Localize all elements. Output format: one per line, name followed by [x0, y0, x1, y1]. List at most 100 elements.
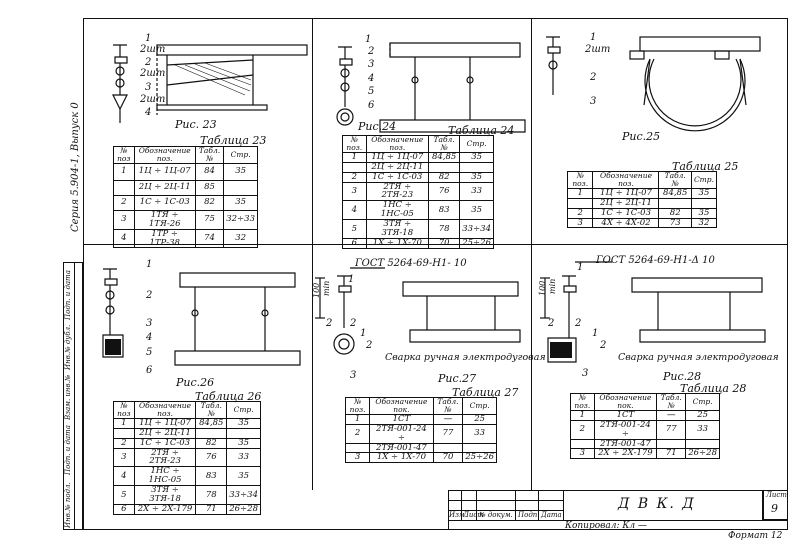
fig27-label-4: 2	[326, 318, 333, 329]
table-cell: —	[656, 409, 687, 421]
table-header: № поз	[113, 401, 135, 419]
drawing-frame	[83, 18, 788, 530]
table-cell: 1Х ÷ 1Х-70	[365, 238, 430, 249]
fig24-label-3: 3	[368, 59, 375, 70]
table-cell: 33	[462, 423, 497, 444]
table-cell: 1	[342, 151, 367, 163]
table-cell: 2ТЯ ÷ 2ТЯ-23	[133, 447, 197, 468]
table-cell: 1Ц ÷ 1Ц-07	[592, 187, 660, 199]
fig24-label-6: 6	[368, 100, 375, 111]
table-cell: 76	[428, 181, 461, 202]
table-cell: 35	[226, 437, 261, 449]
table-cell: 82	[658, 207, 692, 219]
table-cell: 33	[226, 447, 261, 468]
table-cell: 1СТ	[369, 413, 434, 425]
series-label: Серия 5.904-1, Выпуск 0	[70, 102, 81, 232]
stamp-col-4	[538, 490, 539, 520]
grid-divider-v2	[531, 18, 533, 490]
stamp-divider-2	[448, 510, 563, 511]
strip-label-4: Инв.№ дубл.	[64, 324, 72, 370]
table-cell: 4Х ÷ 4Х-02	[592, 217, 660, 229]
table-cell: 1Х ÷ 1Х-70	[369, 452, 434, 464]
fig27-label-6: 2	[366, 340, 373, 351]
fig23-label-4: 2шт	[140, 68, 166, 79]
grid-divider-v1	[312, 18, 314, 490]
stamp-col-list: Лист	[463, 511, 484, 519]
table-row: 2ТЯ-001-47	[344, 442, 497, 454]
fig24-caption: Рис.24	[358, 120, 397, 133]
fig28-gost: ГОСТ 5264-69-Н1-Δ 10	[596, 255, 715, 266]
table-cell: 84	[194, 162, 225, 181]
table-cell: 2ТЯ-001-47	[369, 442, 434, 454]
fig28-dim-100: 100	[538, 280, 547, 296]
table-cell: 1	[113, 162, 135, 181]
table-header: № поз.	[570, 393, 595, 411]
table-cell: 2Ц ÷ 2Ц-11	[592, 197, 660, 209]
table-cell: 83	[428, 200, 461, 221]
fig27-caption: Рис.27	[438, 372, 477, 385]
table-cell: 2	[113, 194, 135, 211]
table-cell	[566, 197, 594, 209]
table-header: Обозначение поз.	[133, 146, 196, 164]
table-cell: 77	[656, 419, 687, 440]
table-cell: 35	[690, 207, 718, 219]
fig25-label-4: 3	[590, 96, 597, 107]
table-header: № поз.	[566, 171, 594, 189]
table-header: № поз.	[342, 135, 367, 153]
fig23-label-1: 1	[145, 33, 152, 44]
table-cell: 76	[195, 447, 228, 468]
table-cell: 5	[113, 485, 135, 506]
t23-title: Таблица 23	[200, 134, 267, 147]
table-header: Стр.	[223, 146, 258, 164]
table-cell: 2	[566, 207, 594, 219]
table-cell: 71	[656, 448, 687, 460]
table-header: Табл. №	[432, 397, 464, 415]
table-cell: 32÷33	[223, 209, 258, 230]
table-row: 2Ц ÷ 2Ц-11	[113, 427, 261, 439]
table-cell: 84,85	[658, 187, 692, 199]
table-cell: 1ТР ÷ 1ТР-38	[133, 228, 196, 249]
fig28-weld: Сварка ручная электродуговая	[618, 352, 779, 363]
table-cell: 3	[342, 181, 367, 202]
fig27-dim-min: min	[322, 280, 331, 296]
table-cell: 1Ц ÷ 1Ц-07	[133, 417, 197, 429]
table-cell	[685, 438, 720, 450]
fig27-label-3: 3	[350, 370, 357, 381]
table-cell: 32	[690, 217, 718, 229]
fig28-dim-min: min	[548, 278, 557, 294]
table-cell: 4	[113, 228, 135, 249]
table-cell: 1НС ÷ 1НС-05	[133, 466, 197, 487]
table-cell: 25	[462, 413, 497, 425]
strip-label-2: Подп. и дата	[64, 425, 72, 475]
table-cell: 1	[570, 409, 595, 421]
table-header: Табл. №	[194, 146, 225, 164]
table-cell: 6	[113, 504, 135, 515]
stamp-copied: Копировал: Кл —	[565, 521, 647, 531]
table-cell: 3ТЯ ÷ 3ТЯ-18	[133, 485, 197, 506]
table-cell: 33÷34	[459, 219, 494, 240]
table-cell: 26÷28	[685, 448, 720, 460]
table-cell: 4	[113, 466, 135, 487]
table-header: Обозначение поз.	[133, 401, 197, 419]
table-cell: 3	[113, 447, 135, 468]
table-cell: 2Ц ÷ 2Ц-11	[133, 179, 196, 196]
stamp-divider-1	[448, 500, 563, 501]
table-cell: 26÷28	[226, 504, 261, 515]
table-header: Табл. №	[428, 135, 461, 153]
table-cell: 74	[194, 228, 225, 249]
table-cell: 2Х ÷ 2Х-179	[593, 448, 658, 460]
t27-title: Таблица 27	[452, 386, 519, 399]
fig23-caption: Рис. 23	[175, 118, 217, 131]
